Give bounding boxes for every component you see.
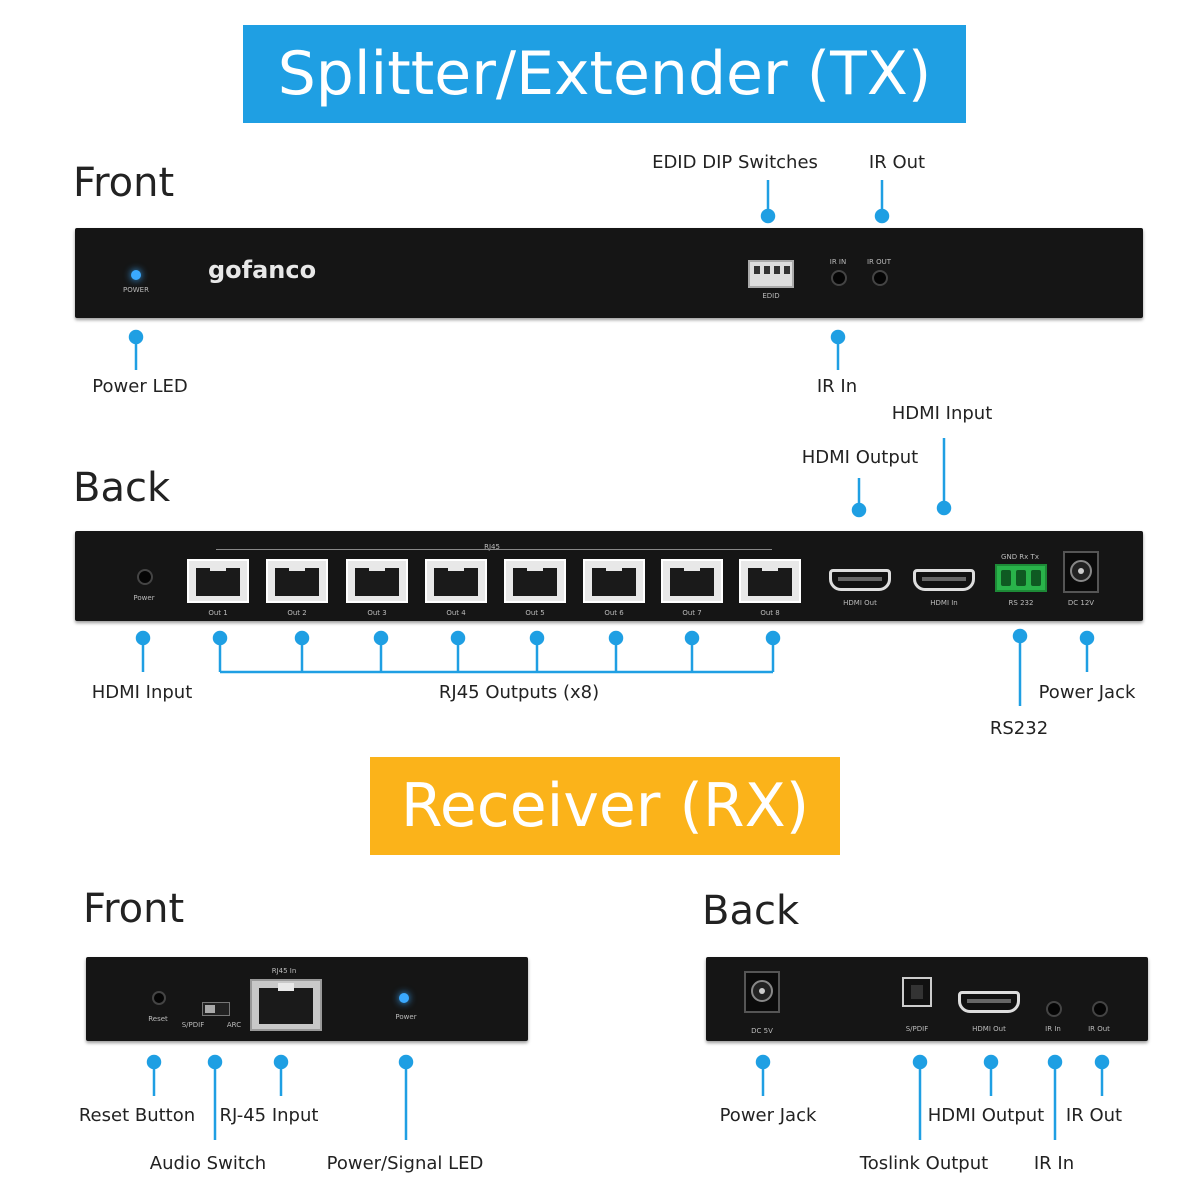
- tx-front-edid-text: EDID: [762, 292, 780, 300]
- rx-toslink-port[interactable]: [902, 977, 932, 1007]
- rx-ir-in-jack[interactable]: [1046, 1001, 1062, 1017]
- rs232-terminal[interactable]: [995, 564, 1047, 592]
- rs232-text: RS 232: [1008, 599, 1034, 607]
- callout-dot-edid: [760, 208, 776, 224]
- callout-dot-hdmi-output: [851, 502, 867, 518]
- rj45-group-bracket: [216, 549, 772, 550]
- port-label-out-8: Out 8: [760, 609, 780, 617]
- port-label-out-3: Out 3: [367, 609, 387, 617]
- port-label-out-4: Out 4: [446, 609, 466, 617]
- label-power-led: Power LED: [92, 376, 188, 397]
- callout-dot-tx-power-jack: [1079, 630, 1095, 646]
- tx-hdmi-out-text: HDMI Out: [843, 599, 877, 607]
- label-rx-ir-out: IR Out: [1065, 1105, 1123, 1126]
- rx-front-panel: Reset S/PDIF ARC RJ45 In Power: [86, 957, 528, 1041]
- rx-power-text: Power: [395, 1013, 417, 1021]
- label-edid-dip-switches: EDID DIP Switches: [652, 152, 818, 173]
- rj45-port-out-2[interactable]: [266, 559, 328, 603]
- tx-back-heading: Back: [73, 465, 171, 511]
- tx-hdmi-in-text: HDMI In: [930, 599, 958, 607]
- rj45-port-out-3[interactable]: [346, 559, 408, 603]
- label-rx-ir-in: IR In: [1033, 1153, 1075, 1174]
- rx-spdif-back-text: S/PDIF: [905, 1025, 929, 1033]
- label-power-signal-led: Power/Signal LED: [326, 1153, 484, 1174]
- rx-power-signal-led: [399, 993, 409, 1003]
- callout-dot-tx-ir-out: [874, 208, 890, 224]
- rx-dc-text: DC 5V: [751, 1027, 773, 1035]
- rx-back-heading: Back: [702, 888, 800, 934]
- tx-front-panel: POWER gofanco EDID IR IN IR OUT: [75, 228, 1143, 318]
- label-tx-ir-out: IR Out: [868, 152, 926, 173]
- tx-ir-in-jack[interactable]: [831, 270, 847, 286]
- tx-dc-text: DC 12V: [1067, 599, 1095, 607]
- port-label-out-6: Out 6: [604, 609, 624, 617]
- callout-dot-tx-ir-in: [830, 329, 846, 345]
- rx-audio-switch[interactable]: [202, 1002, 230, 1016]
- label-audio-switch: Audio Switch: [149, 1153, 267, 1174]
- rs232-pins-text: GND Rx Tx: [1001, 553, 1039, 561]
- tx-front-irin-text: IR IN: [829, 258, 847, 266]
- tx-front-heading: Front: [73, 160, 175, 206]
- edid-dip-switches[interactable]: [748, 260, 794, 288]
- label-rx-power-jack: Power Jack: [719, 1105, 817, 1126]
- rx-arc-text: ARC: [226, 1021, 242, 1029]
- label-toslink-output: Toslink Output: [859, 1153, 989, 1174]
- label-reset-button: Reset Button: [78, 1105, 196, 1126]
- rx-spdif-text: S/PDIF: [181, 1021, 205, 1029]
- port-label-out-5: Out 5: [525, 609, 545, 617]
- rx-rj45-in-text: RJ45 In: [271, 967, 297, 975]
- rj45-port-out-8[interactable]: [739, 559, 801, 603]
- tx-title-banner: Splitter/Extender (TX): [243, 25, 966, 123]
- tx-ir-out-jack[interactable]: [872, 270, 888, 286]
- callout-dot-hdmi-input-top: [936, 500, 952, 516]
- rx-dc-power-jack[interactable]: [744, 971, 780, 1013]
- rx-hdmi-out-port[interactable]: [958, 991, 1020, 1013]
- label-tx-hdmi-input-left: HDMI Input: [91, 682, 193, 703]
- tx-back-power-text: Power: [133, 594, 155, 602]
- rx-title-banner: Receiver (RX): [370, 757, 840, 855]
- rx-reset-text: Reset: [148, 1015, 168, 1023]
- callout-dot-rs232: [1012, 628, 1028, 644]
- rj45-port-out-6[interactable]: [583, 559, 645, 603]
- callout-dot-power-led: [128, 329, 144, 345]
- rx-ir-in-text: IR In: [1045, 1025, 1061, 1033]
- rx-front-heading: Front: [83, 886, 185, 932]
- label-tx-hdmi-output: HDMI Output: [801, 447, 919, 468]
- label-rj45-outputs: RJ45 Outputs (x8): [438, 682, 600, 703]
- tx-back-panel: Power RJ45 Out 1 Out 2 Out 3 Out 4 Out 5…: [75, 531, 1143, 621]
- tx-front-power-text: POWER: [123, 286, 149, 294]
- rx-ir-out-text: IR Out: [1088, 1025, 1110, 1033]
- tx-power-led: [131, 270, 141, 280]
- tx-back-power-hole: [137, 569, 153, 585]
- label-rs232: RS232: [989, 718, 1049, 739]
- rx-back-panel: DC 5V S/PDIF HDMI Out IR In IR Out: [706, 957, 1148, 1041]
- rx-rj45-input-port[interactable]: [250, 979, 322, 1031]
- rx-ir-out-jack[interactable]: [1092, 1001, 1108, 1017]
- tx-hdmi-out-port[interactable]: [829, 569, 891, 591]
- tx-back-rj45-text: RJ45: [484, 543, 500, 551]
- tx-front-irout-text: IR OUT: [866, 258, 892, 266]
- callout-dot-hdmi-input-left: [135, 630, 151, 646]
- port-label-out-2: Out 2: [287, 609, 307, 617]
- tx-hdmi-in-port[interactable]: [913, 569, 975, 591]
- rj45-port-out-4[interactable]: [425, 559, 487, 603]
- rj45-port-out-1[interactable]: [187, 559, 249, 603]
- label-rx-hdmi-output: HDMI Output: [927, 1105, 1045, 1126]
- rx-reset-button[interactable]: [152, 991, 166, 1005]
- gofanco-logo: gofanco: [208, 256, 317, 284]
- tx-dc-power-jack[interactable]: [1063, 551, 1099, 593]
- port-label-out-1: Out 1: [208, 609, 228, 617]
- rj45-port-out-5[interactable]: [504, 559, 566, 603]
- rx-hdmi-out-text: HDMI Out: [972, 1025, 1006, 1033]
- port-label-out-7: Out 7: [682, 609, 702, 617]
- label-tx-power-jack: Power Jack: [1038, 682, 1136, 703]
- label-tx-ir-in: IR In: [816, 376, 858, 397]
- rj45-port-out-7[interactable]: [661, 559, 723, 603]
- label-rj45-input: RJ-45 Input: [219, 1105, 319, 1126]
- label-tx-hdmi-input-top: HDMI Input: [891, 403, 993, 424]
